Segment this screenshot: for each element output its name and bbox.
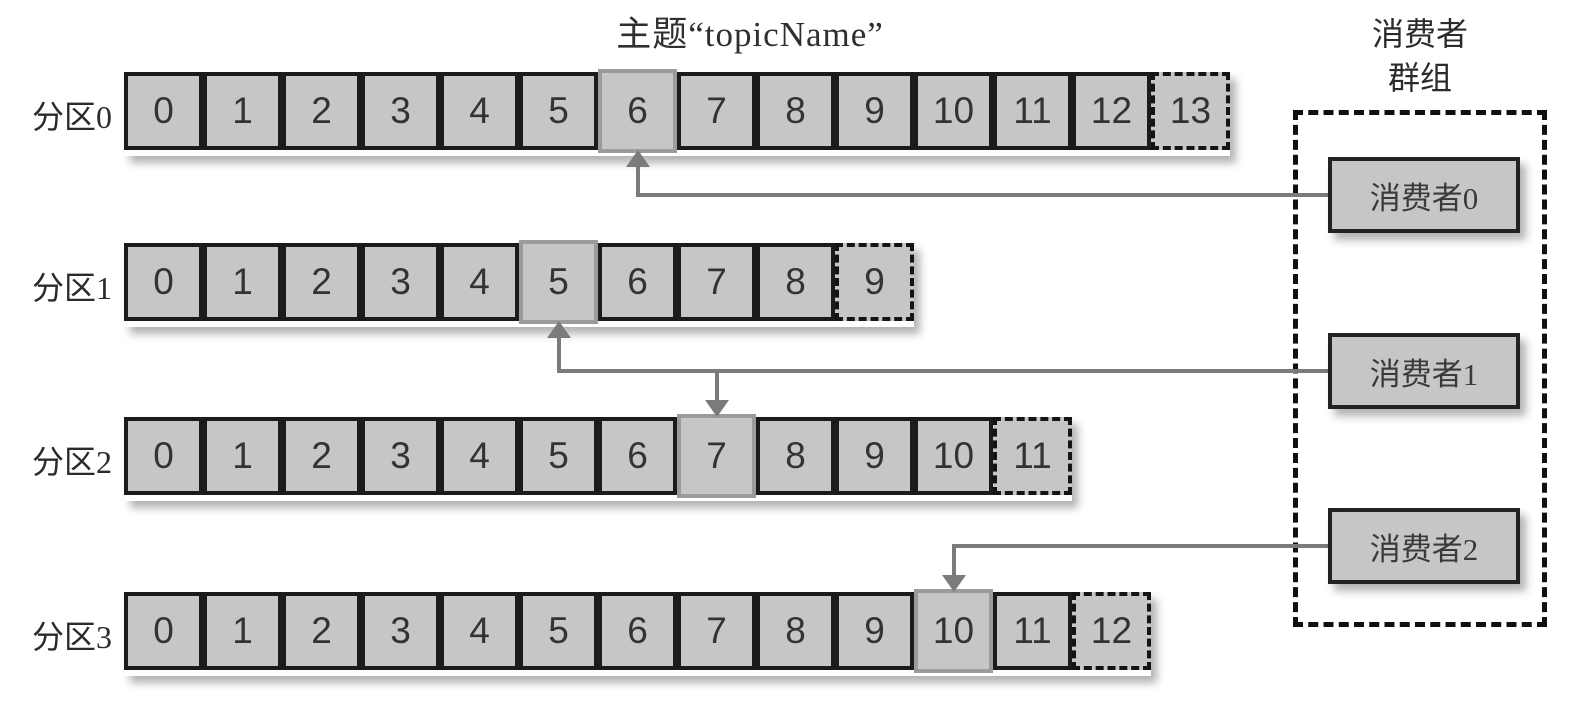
consumer-box-2: 消费者2 [1328, 508, 1520, 584]
offset-cell: 11 [993, 72, 1072, 150]
offset-arrow-up-icon [546, 321, 571, 338]
offset-cell: 7 [677, 592, 756, 670]
current-offset-cell: 7 [677, 414, 756, 498]
offset-cell: 1 [203, 243, 282, 321]
offset-cell: 1 [203, 592, 282, 670]
consumer-group-box [1293, 110, 1547, 627]
offset-cell: 3 [361, 243, 440, 321]
connector-line [714, 369, 719, 404]
offset-cell: 2 [282, 417, 361, 495]
offset-arrow-down-icon [941, 575, 966, 592]
offset-cell: 3 [361, 417, 440, 495]
offset-cell: 9 [835, 72, 914, 150]
offset-cell: 5 [519, 592, 598, 670]
consumer-box-1: 消费者1 [1328, 333, 1520, 409]
connector-line [635, 193, 1331, 197]
offset-cell: 5 [519, 72, 598, 150]
offset-cell: 6 [598, 417, 677, 495]
offset-cell: 4 [440, 592, 519, 670]
offset-cell: 11 [993, 592, 1072, 670]
offset-cell: 7 [677, 243, 756, 321]
current-offset-cell: 6 [598, 69, 677, 153]
next-offset-cell: 12 [1072, 592, 1151, 670]
offset-cell: 2 [282, 243, 361, 321]
connector-line [951, 544, 956, 579]
partition-label-2: 分区2 [31, 444, 112, 480]
offset-cell: 7 [677, 72, 756, 150]
partition-label-1: 分区1 [31, 270, 112, 306]
consumer-group-label: 消费者 群组 [1293, 12, 1547, 100]
offset-cell: 12 [1072, 72, 1151, 150]
offset-cell: 4 [440, 243, 519, 321]
offset-cell: 3 [361, 592, 440, 670]
offset-arrow-down-icon [704, 400, 729, 417]
offset-cell: 2 [282, 72, 361, 150]
connector-line [951, 544, 1331, 548]
offset-cell: 0 [124, 417, 203, 495]
offset-cell: 5 [519, 417, 598, 495]
offset-cell: 8 [756, 243, 835, 321]
offset-cell: 1 [203, 72, 282, 150]
consumer-box-0: 消费者0 [1328, 157, 1520, 233]
offset-cell: 8 [756, 72, 835, 150]
offset-arrow-up-icon [625, 150, 650, 167]
offset-cell: 1 [203, 417, 282, 495]
connector-line [556, 369, 1331, 373]
offset-cell: 10 [914, 417, 993, 495]
current-offset-cell: 10 [914, 589, 993, 673]
offset-cell: 3 [361, 72, 440, 150]
offset-cell: 2 [282, 592, 361, 670]
partition-label-3: 分区3 [31, 619, 112, 655]
current-offset-cell: 5 [519, 240, 598, 324]
connector-line [635, 163, 640, 197]
offset-cell: 9 [835, 592, 914, 670]
offset-cell: 6 [598, 243, 677, 321]
offset-cell: 0 [124, 592, 203, 670]
consumer-group-label-line1: 消费者 [1371, 16, 1468, 52]
offset-cell: 0 [124, 72, 203, 150]
offset-cell: 0 [124, 243, 203, 321]
next-offset-cell: 9 [835, 243, 914, 321]
offset-cell: 8 [756, 592, 835, 670]
offset-cell: 6 [598, 592, 677, 670]
connector-line [556, 334, 561, 373]
offset-cell: 4 [440, 72, 519, 150]
next-offset-cell: 13 [1151, 72, 1230, 150]
offset-cell: 4 [440, 417, 519, 495]
offset-cell: 10 [914, 72, 993, 150]
offset-cell: 9 [835, 417, 914, 495]
next-offset-cell: 11 [993, 417, 1072, 495]
partition-label-0: 分区0 [31, 99, 112, 135]
consumer-group-label-line2: 群组 [1387, 60, 1452, 96]
offset-cell: 8 [756, 417, 835, 495]
topic-title: 主题“topicName” [616, 15, 884, 54]
